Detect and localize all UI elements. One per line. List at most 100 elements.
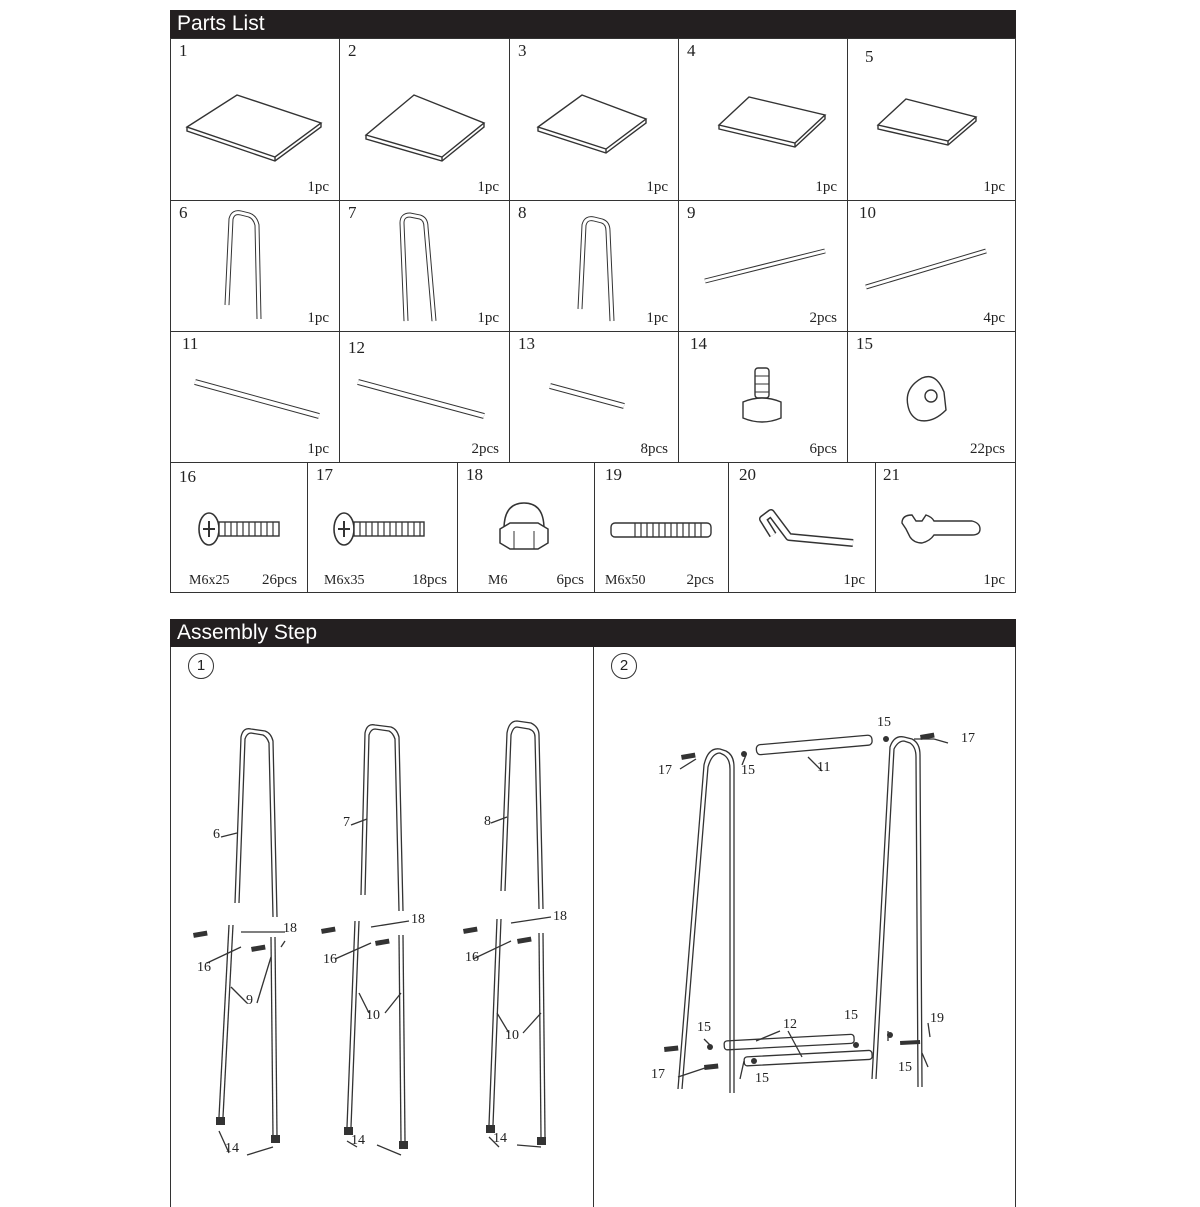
shelf-panel-icon [185, 94, 323, 162]
part-cell: 9 2pcs [679, 201, 848, 331]
part-number: 15 [856, 334, 873, 353]
part-cell: 19 M6x50 2pcs [595, 463, 729, 593]
part-number: 10 [859, 203, 876, 222]
rod-icon [549, 383, 625, 409]
parts-row: 6 1pc 7 1pc 8 1pc 9 2pcs 10 4pc [171, 201, 1015, 332]
part-quantity: 2pcs [686, 572, 715, 588]
part-quantity: 8pcs [640, 441, 669, 457]
part-quantity: 2pcs [809, 310, 838, 326]
part-quantity: 1pc [815, 179, 837, 195]
part-quantity: 2pcs [471, 441, 500, 457]
part-number: 8 [518, 203, 527, 222]
cap-nut-icon [499, 502, 549, 550]
shelf-panel-icon [876, 98, 978, 146]
assembly-step-header: Assembly Step [170, 619, 1016, 647]
shelf-panel-icon [536, 94, 648, 154]
shelf-panel-icon [717, 96, 827, 148]
part-number: 20 [739, 465, 756, 484]
rod-icon [865, 248, 987, 290]
part-number: 16 [179, 467, 196, 486]
part-quantity: 1pc [477, 179, 499, 195]
parts-row: 1 1pc 2 1pc 3 1pc 4 1pc 5 1pc [171, 39, 1015, 201]
part-number: 11 [182, 334, 199, 353]
part-quantity: 1pc [477, 310, 499, 326]
part-cell: 8 1pc [510, 201, 679, 331]
callout-label: 15 [741, 763, 755, 778]
part-quantity: 1pc [983, 572, 1005, 588]
part-spec: M6x50 [605, 573, 646, 588]
part-quantity: 1pc [646, 310, 668, 326]
part-quantity: 22pcs [970, 441, 1005, 457]
part-spec: M6x25 [189, 573, 230, 588]
callout-label: 18 [553, 909, 567, 924]
part-cell: 20 1pc [729, 463, 876, 593]
part-quantity: 1pc [646, 179, 668, 195]
callout-label: 10 [366, 1008, 380, 1023]
rod-icon [194, 379, 320, 419]
part-number: 21 [883, 465, 900, 484]
screw-icon [333, 512, 425, 546]
rod-icon [704, 248, 826, 284]
part-number: 18 [466, 465, 483, 484]
callout-label: 19 [930, 1011, 944, 1026]
callout-label: 16 [197, 960, 211, 975]
part-number: 9 [687, 203, 696, 222]
foot-pad-icon [742, 367, 782, 423]
parts-list-grid: 1 1pc 2 1pc 3 1pc 4 1pc 5 1pc 6 [170, 38, 1016, 593]
callout-label: 10 [505, 1028, 519, 1043]
callout-label: 12 [783, 1017, 797, 1032]
part-quantity: 1pc [307, 441, 329, 457]
part-number: 1 [179, 41, 188, 60]
part-cell: 11 1pc [171, 332, 340, 462]
callout-label: 8 [484, 814, 491, 829]
callout-label: 14 [225, 1141, 239, 1156]
parts-row: 16 M6x25 26pcs 17 M6x35 18pcs 18 M6 6pcs… [171, 463, 1015, 593]
callout-label: 14 [493, 1131, 507, 1146]
callout-label: 15 [844, 1008, 858, 1023]
part-cell: 7 1pc [340, 201, 510, 331]
part-cell: 4 1pc [679, 39, 848, 200]
callout-label: 16 [323, 952, 337, 967]
part-quantity: 26pcs [262, 572, 297, 588]
part-cell: 2 1pc [340, 39, 510, 200]
callout-label: 9 [246, 993, 253, 1008]
part-number: 7 [348, 203, 357, 222]
callout-label: 7 [343, 815, 350, 830]
part-number: 13 [518, 334, 535, 353]
part-number: 3 [518, 41, 527, 60]
part-cell: 1 1pc [171, 39, 340, 200]
u-frame-icon [224, 210, 262, 320]
u-frame-icon [399, 212, 437, 322]
part-cell: 5 1pc [848, 39, 1015, 200]
step-divider [593, 647, 594, 1207]
part-spec: M6x35 [324, 573, 365, 588]
part-number: 17 [316, 465, 333, 484]
part-spec: M6 [488, 573, 508, 588]
callout-label: 15 [877, 715, 891, 730]
part-number: 12 [348, 338, 365, 357]
part-cell: 13 8pcs [510, 332, 679, 462]
callout-label: 15 [898, 1060, 912, 1075]
callout-label: 16 [465, 950, 479, 965]
step1-illustration [192, 720, 552, 1156]
part-cell: 10 4pc [848, 201, 1015, 331]
callout-label: 18 [411, 912, 425, 927]
part-quantity: 1pc [983, 179, 1005, 195]
parts-list-header: Parts List [170, 10, 1016, 38]
callout-label: 11 [817, 760, 831, 775]
callout-label: 18 [283, 921, 297, 936]
part-cell: 3 1pc [510, 39, 679, 200]
callout-label: 15 [697, 1020, 711, 1035]
callout-label: 17 [658, 763, 672, 778]
callout-label: 14 [351, 1133, 365, 1148]
part-number: 4 [687, 41, 696, 60]
rod-icon [357, 379, 485, 419]
part-quantity: 6pcs [809, 441, 838, 457]
part-cell: 21 1pc [876, 463, 1015, 593]
part-quantity: 18pcs [412, 572, 447, 588]
part-number: 19 [605, 465, 622, 484]
part-quantity: 6pcs [556, 572, 585, 588]
cam-lock-icon [906, 375, 947, 422]
hex-key-icon [759, 509, 854, 547]
assembly-panel: 1 [170, 647, 1016, 1207]
